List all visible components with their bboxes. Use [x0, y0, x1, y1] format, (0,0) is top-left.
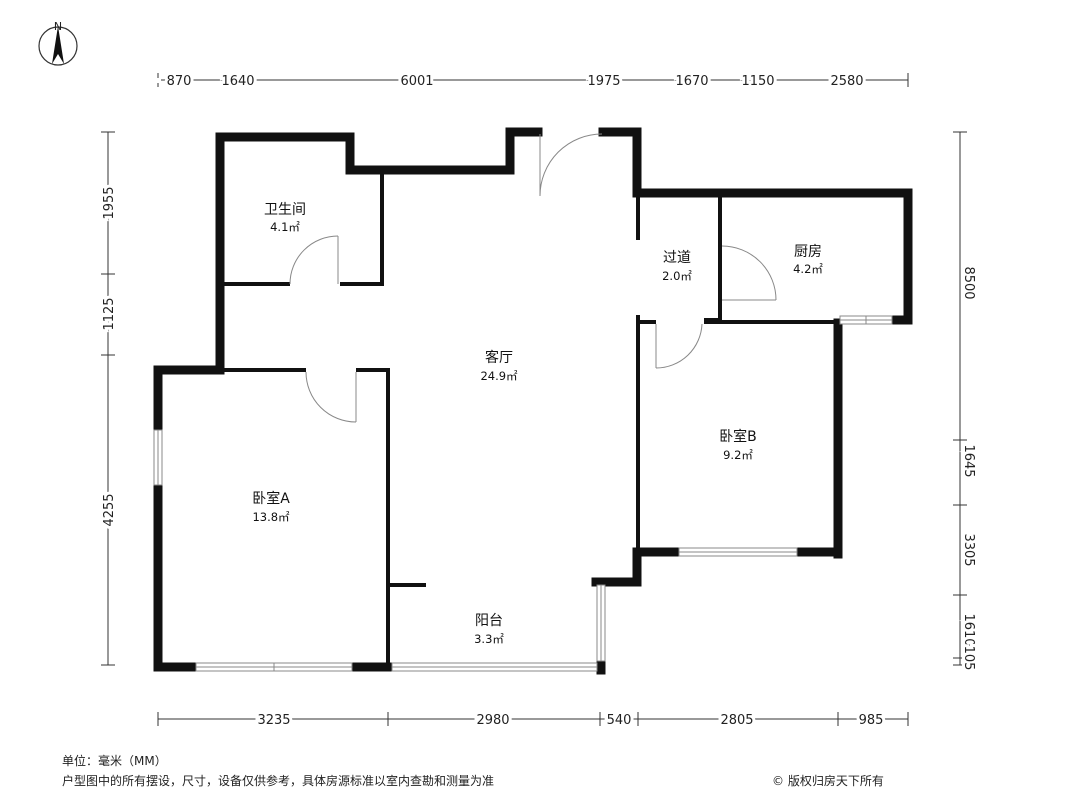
dim-top-6: 1150 [741, 74, 774, 89]
copyright: © 版权归房天下所有 [772, 774, 884, 788]
room-name-living: 客厅 [485, 349, 513, 366]
entry-door [539, 133, 603, 197]
room-name-corridor: 过道 [663, 250, 691, 266]
dim-bottom-4: 2805 [720, 713, 753, 728]
dim-right-1: 8500 [961, 266, 976, 299]
room-area-kitchen: 4.2㎡ [793, 262, 823, 276]
room-name-bedroom-a: 卧室A [252, 490, 290, 507]
dim-bottom-3: 540 [607, 713, 632, 728]
dim-left-2: 1125 [102, 297, 117, 330]
kitchen-door [721, 245, 777, 301]
dim-bottom-2: 2980 [476, 713, 509, 728]
compass-label: N [54, 20, 62, 33]
room-name-balcony: 阳台 [475, 613, 503, 629]
room-area-bathroom: 4.1㎡ [270, 220, 300, 234]
dim-right-5: 105 [961, 646, 976, 671]
room-labels: 卫生间 4.1㎡ 客厅 24.9㎡ 过道 2.0㎡ 厨房 4.2㎡ 卧室B 9.… [252, 202, 823, 646]
dimension-bottom [157, 712, 909, 726]
dimension-top [157, 73, 909, 87]
bedroom-b-door [655, 323, 703, 369]
dim-top-1: 870 [167, 74, 192, 89]
north-arrow-icon [52, 26, 64, 64]
dim-right-3: 3305 [961, 533, 976, 566]
interior-walls [222, 172, 836, 667]
room-area-corridor: 2.0㎡ [662, 269, 692, 283]
bathroom-door [289, 235, 339, 285]
exterior-walls [153, 127, 913, 675]
unit-note: 单位：毫米（MM） [62, 754, 167, 768]
dim-top-7: 2580 [830, 74, 863, 89]
room-name-kitchen: 厨房 [794, 244, 822, 260]
dim-top-4: 1975 [587, 74, 620, 89]
windows [153, 315, 893, 672]
dim-top-3: 6001 [400, 74, 433, 89]
bedroom-a-door [305, 371, 357, 423]
dim-left-1: 1955 [102, 186, 117, 219]
dim-right-2: 1645 [961, 444, 976, 477]
dimension-left [101, 131, 115, 666]
dim-bottom-5: 985 [859, 713, 884, 728]
room-name-bathroom: 卫生间 [264, 202, 306, 218]
dim-top-5: 1670 [675, 74, 708, 89]
compass: N [38, 20, 78, 66]
dim-top-2: 1640 [221, 74, 254, 89]
room-area-living: 24.9㎡ [480, 369, 518, 383]
room-area-bedroom-b: 9.2㎡ [723, 448, 753, 462]
room-name-bedroom-b: 卧室B [719, 428, 757, 445]
dim-left-3: 4255 [102, 493, 117, 526]
dim-right-4: 1610 [961, 613, 976, 646]
dimension-right [953, 131, 967, 666]
doors [289, 133, 777, 423]
dim-bottom-1: 3235 [257, 713, 290, 728]
room-area-balcony: 3.3㎡ [474, 632, 504, 646]
room-area-bedroom-a: 13.8㎡ [252, 510, 290, 524]
disclaimer: 户型图中的所有摆设，尺寸，设备仅供参考，具体房源标准以室内查勘和测量为准 [62, 774, 495, 788]
